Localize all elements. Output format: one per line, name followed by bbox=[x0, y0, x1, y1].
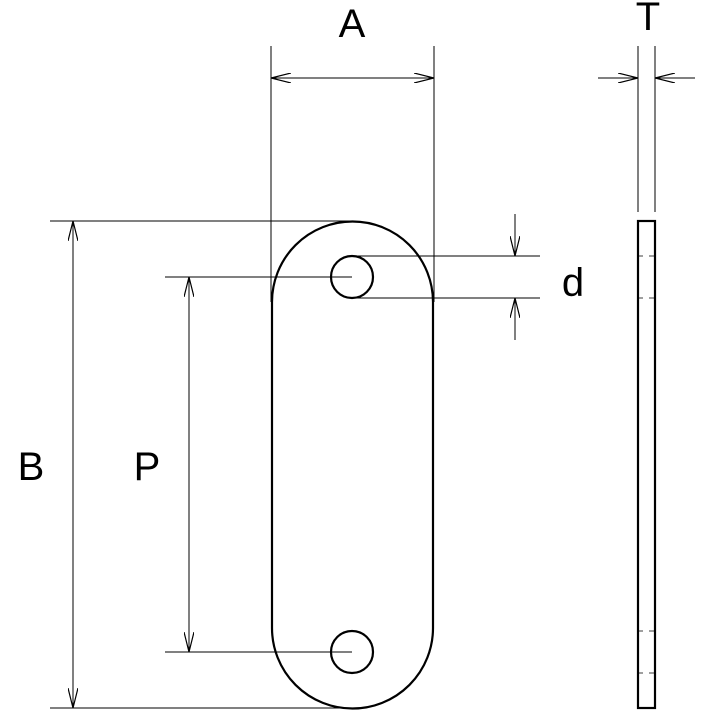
side-view-plate bbox=[636, 219, 657, 710]
dim-t-label: T bbox=[636, 0, 660, 39]
plate-outline bbox=[270, 220, 435, 710]
dim-d-label: d bbox=[562, 261, 584, 305]
dim-p-label: P bbox=[134, 445, 161, 489]
dim-b-label: B bbox=[18, 445, 45, 489]
dim-a-label: A bbox=[339, 2, 366, 46]
